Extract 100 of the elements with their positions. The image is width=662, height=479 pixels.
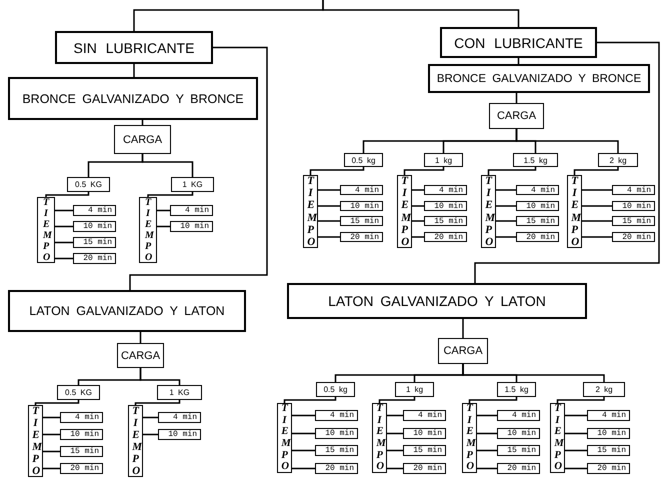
connector-line [477,468,497,470]
connector-line [318,205,340,207]
connector-line [468,397,518,403]
load-header-box: CARGA [438,338,488,364]
connector-line [43,468,60,470]
connector-line [43,416,60,418]
time-box: 10 min [612,201,655,211]
material-box: LATON GALVANIZADO Y LATON [287,283,587,319]
time-box: 15 min [340,216,383,226]
time-label-box: TIEMPO [550,403,565,473]
time-box: 4 min [497,410,540,421]
connector-line [55,258,73,260]
connector-line [565,414,587,416]
load-header-box: CARGA [117,343,164,368]
time-box: 4 min [516,185,559,195]
connector-line [565,450,587,452]
connector-line [496,220,516,222]
connector-line [387,450,403,452]
time-box: 20 min [403,463,446,474]
connector-line [518,58,520,64]
connector-line [412,220,424,222]
time-box: 4 min [170,205,213,216]
time-box: 10 min [424,201,467,211]
time-label-box: TIEMPO [397,175,412,248]
category-box: CON LUBRICANTE [440,27,597,58]
time-box: 4 min [340,185,383,195]
time-box: 10 min [587,428,630,439]
connector-line [129,46,268,290]
connector-line [387,468,403,470]
time-label-box: TIEMPO [567,175,582,248]
connector-line [565,468,587,470]
connector-line [318,220,340,222]
time-label-box: TIEMPO [303,175,318,248]
time-label-box: TIEMPO [462,403,477,473]
load-box: 2 kg [583,382,625,397]
connector-line [462,319,464,338]
connector-line [565,432,587,434]
connector-line [496,189,516,191]
connector-line [142,120,144,125]
load-box: 1.5 kg [497,382,536,397]
time-box: 10 min [497,428,540,439]
time-label-box: TIEMPO [372,403,387,473]
time-box: 10 min [60,429,103,440]
time-label-box: TIEMPO [37,197,55,263]
time-box: 15 min [315,445,358,456]
connector-line [574,167,619,175]
time-box: 15 min [60,446,103,457]
time-box: 4 min [424,185,467,195]
time-box: 15 min [587,445,630,456]
connector-line [157,210,170,212]
connector-line [556,397,605,403]
connector-line [378,397,416,403]
time-box: 15 min [424,216,467,226]
connector-line [516,93,518,103]
connector-line [55,242,73,244]
connector-line [55,210,73,212]
connector-line [133,64,135,77]
load-box: 0.5 KG [57,385,100,400]
connector-line [157,226,170,228]
connector-line [488,167,536,175]
connector-line [477,414,497,416]
time-box: 20 min [340,232,383,242]
time-box: 4 min [612,185,655,195]
connector-line [387,414,403,416]
connector-line [45,192,90,197]
time-box: 15 min [497,445,540,456]
time-box: 10 min [170,221,213,232]
time-box: 20 min [73,253,116,264]
load-box: 1 KG [157,385,202,400]
time-box: 4 min [315,410,358,421]
time-box: 20 min [424,232,467,242]
connector-line [474,42,660,283]
connector-line [143,434,158,436]
time-box: 10 min [516,201,559,211]
time-box: 10 min [315,428,358,439]
connector-line [582,220,612,222]
connector-line [496,205,516,207]
connector-line [387,432,403,434]
connector-line [462,364,605,382]
time-label-box: TIEMPO [128,405,143,477]
connector-line [310,167,364,175]
load-box: 1 KG [171,177,214,192]
connector-line [140,332,142,343]
connector-line [404,167,444,175]
connector-line [292,450,315,452]
load-header-box: CARGA [114,125,171,154]
connector-line [516,129,619,153]
time-box: 20 min [60,463,103,474]
time-box: 20 min [516,232,559,242]
time-label-box: TIEMPO [139,197,157,263]
connector-line [477,432,497,434]
connector-line [412,189,424,191]
load-box: 2 kg [598,153,638,167]
time-box: 15 min [73,237,116,248]
connector-line [318,189,340,191]
connector-line [284,397,336,403]
material-box: LATON GALVANIZADO Y LATON [8,290,246,332]
time-box: 10 min [403,428,446,439]
time-box: 4 min [403,410,446,421]
load-header-box: CARGA [489,103,544,129]
